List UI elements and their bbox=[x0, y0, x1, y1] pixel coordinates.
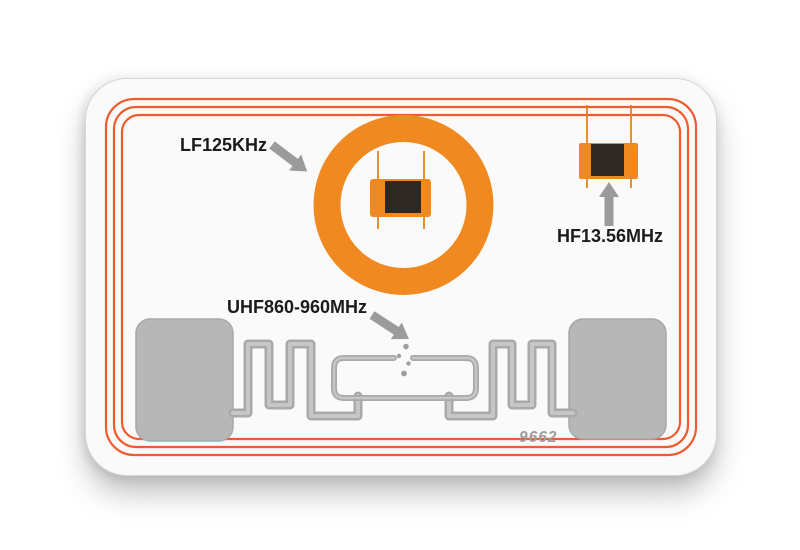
uhf-meander-left bbox=[233, 344, 358, 416]
hf-arrow-icon bbox=[599, 182, 619, 226]
coil-trace-outer bbox=[104, 97, 698, 457]
hf-antenna bbox=[579, 105, 638, 188]
coil-trace-inner bbox=[120, 113, 682, 441]
inlay-model-number: 9662 bbox=[519, 429, 557, 446]
uhf-pad-right bbox=[568, 318, 667, 440]
uhf-chip-dot bbox=[403, 343, 409, 350]
lf-arrow-icon bbox=[265, 137, 314, 180]
uhf-label: UHF860-960MHz bbox=[227, 297, 368, 317]
rfid-card-artwork: 9662 bbox=[104, 97, 698, 457]
uhf-feed-loop-highlight bbox=[332, 356, 478, 400]
uhf-chip-dot bbox=[406, 361, 411, 366]
rfid-card: 9662 LF125KHz UHF8 bbox=[85, 78, 717, 476]
lf-label: LF125KHz bbox=[180, 135, 268, 155]
uhf-pad-left bbox=[135, 318, 234, 442]
uhf-feed-loop bbox=[334, 358, 476, 398]
lf-antenna bbox=[313, 115, 494, 295]
coil-trace-middle bbox=[112, 105, 690, 449]
hf-label: HF13.56MHz bbox=[557, 226, 664, 246]
hf-chip-die bbox=[591, 144, 624, 176]
lf-coil-ring bbox=[313, 115, 494, 295]
uhf-chip-dot bbox=[401, 370, 407, 377]
uhf-chip-dot bbox=[396, 353, 402, 359]
perimeter-coil-traces bbox=[104, 97, 698, 457]
uhf-arrow-icon bbox=[366, 306, 415, 348]
lf-chip-die bbox=[385, 181, 421, 213]
uhf-chip-dots bbox=[396, 343, 411, 377]
uhf-antenna: 9662 bbox=[135, 318, 667, 446]
